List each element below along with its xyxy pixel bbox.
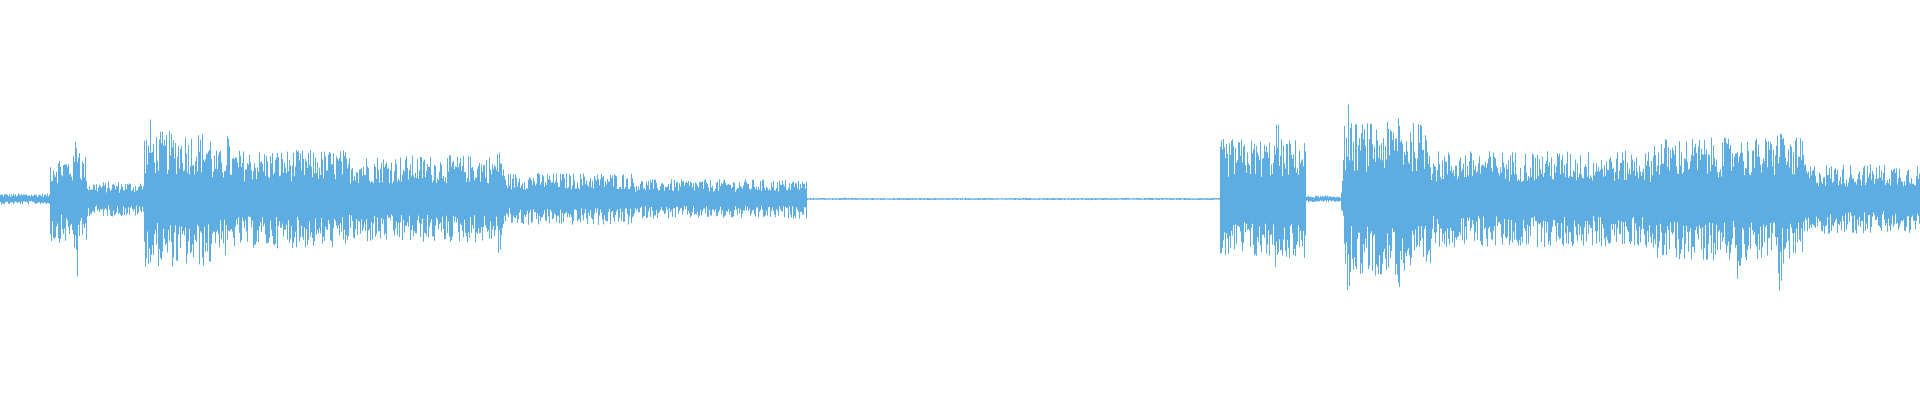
- waveform-bars: [0, 104, 1920, 291]
- waveform-trace: [0, 104, 1920, 291]
